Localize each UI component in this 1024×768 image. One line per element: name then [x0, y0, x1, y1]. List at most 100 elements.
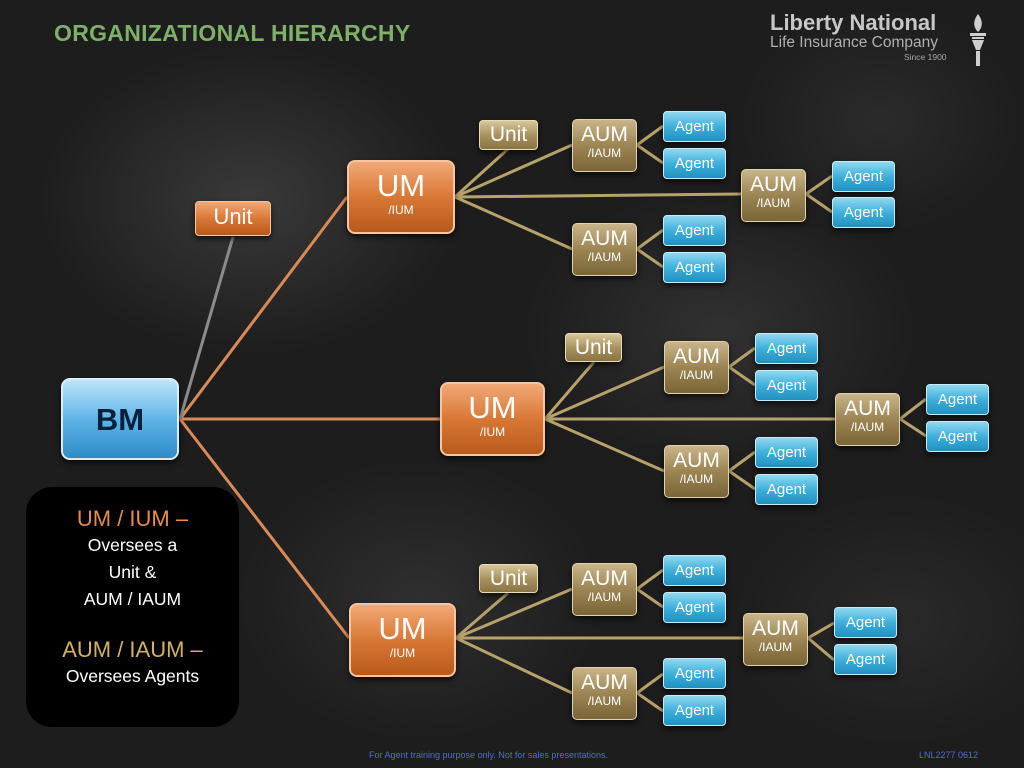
logo-subtitle: Life Insurance Company: [770, 34, 939, 51]
um-label: UM: [378, 611, 427, 646]
legend-box: UM / IUM – Oversees a Unit & AUM / IAUM …: [26, 487, 239, 727]
agent-box: Agent: [834, 607, 897, 638]
agent-box: Agent: [663, 148, 726, 179]
connector-line: [899, 417, 927, 438]
connector-line: [728, 469, 756, 491]
legend-aum-line: Oversees Agents: [65, 666, 200, 686]
um-sublabel: /IUM: [388, 203, 414, 217]
unit-label: Unit: [565, 333, 622, 362]
aum-label: AUM: [581, 123, 628, 146]
agent-box: Agent: [755, 437, 818, 468]
connector-line: [178, 236, 235, 420]
aum-sublabel: /IAUM: [587, 250, 622, 264]
connector-line: [728, 346, 756, 369]
connector-line: [454, 192, 742, 199]
agent-box: Agent: [832, 197, 895, 228]
connector-line: [455, 591, 509, 640]
agent-box: Agent: [755, 333, 818, 364]
connector-line: [455, 636, 573, 695]
legend-um-heading: UM / IUM –: [76, 506, 189, 531]
agent-box: Agent: [663, 215, 726, 246]
agent-box: Agent: [926, 384, 989, 415]
agent-box: Agent: [663, 695, 726, 726]
aum-sublabel: /IAUM: [758, 640, 793, 654]
aum-box: AUM /IAUM: [664, 341, 729, 394]
aum-box: AUM /IAUM: [572, 667, 637, 720]
aum-label: AUM: [581, 671, 628, 694]
connector-line: [544, 365, 665, 421]
um-sublabel: /IUM: [479, 425, 506, 439]
agent-box: Agent: [926, 421, 989, 452]
legend-um-line: AUM / IAUM: [83, 589, 182, 609]
aum-box: AUM /IAUM: [572, 119, 637, 172]
aum-label: AUM: [581, 227, 628, 250]
aum-label: AUM: [844, 397, 891, 420]
um-box: UM /IUM: [440, 382, 545, 456]
connector-line: [544, 417, 665, 473]
connector-line: [636, 568, 664, 591]
agent-box: Agent: [755, 474, 818, 505]
connector-line: [728, 450, 756, 473]
connector-line: [454, 143, 573, 199]
aum-box: AUM /IAUM: [835, 393, 900, 446]
page-title: ORGANIZATIONAL HIERARCHY: [54, 20, 411, 46]
aum-sublabel: /IAUM: [679, 368, 714, 382]
connector-line: [636, 228, 664, 251]
connector-line: [636, 587, 664, 609]
torch-icon: [970, 14, 986, 66]
aum-box: AUM /IAUM: [743, 613, 808, 666]
aum-sublabel: /IAUM: [756, 196, 791, 210]
connector-line: [636, 124, 664, 147]
aum-sublabel: /IAUM: [587, 146, 622, 160]
connector-line: [453, 147, 510, 199]
footer-note: For Agent training purpose only. Not for…: [369, 750, 608, 760]
um-label: UM: [376, 168, 426, 203]
logo-since: Since 1900: [904, 52, 947, 62]
connector-line: [455, 587, 573, 640]
aum-box: AUM /IAUM: [572, 223, 637, 276]
connector-line: [805, 192, 833, 214]
aum-sublabel: /IAUM: [679, 472, 714, 486]
aum-label: AUM: [673, 449, 720, 472]
agent-box: Agent: [755, 370, 818, 401]
aum-sublabel: /IAUM: [587, 694, 622, 708]
agent-box: Agent: [834, 644, 897, 675]
um-sublabel: /IUM: [389, 646, 416, 660]
connector-line: [178, 196, 349, 420]
connector-line: [636, 691, 664, 713]
aum-sublabel: /IAUM: [850, 420, 885, 434]
um-box: UM /IUM: [347, 160, 455, 234]
unit-label-top-left: Unit: [195, 201, 271, 236]
aum-label: AUM: [752, 617, 799, 640]
agent-box: Agent: [663, 658, 726, 689]
aum-label: AUM: [750, 173, 797, 196]
connector-line: [178, 418, 351, 639]
logo-name: Liberty National: [770, 10, 937, 35]
company-logo: Liberty National Life Insurance Company …: [770, 10, 990, 70]
legend-um-line: Unit &: [108, 562, 157, 582]
bm-box: BM: [61, 378, 179, 460]
um-label: UM: [468, 390, 517, 425]
unit-label: Unit: [479, 120, 538, 150]
agent-box: Agent: [663, 555, 726, 586]
connector-line: [454, 195, 573, 251]
aum-sublabel: /IAUM: [587, 590, 622, 604]
connector-line: [636, 143, 664, 165]
agent-box: Agent: [663, 111, 726, 142]
um-box: UM /IUM: [349, 603, 456, 677]
connector-line: [636, 672, 664, 695]
connector-line: [807, 636, 835, 662]
unit-label: Unit: [479, 564, 538, 593]
aum-box: AUM /IAUM: [572, 563, 637, 616]
connector-line: [636, 247, 664, 269]
legend-aum-heading: AUM / IAUM –: [62, 637, 203, 662]
agent-box: Agent: [663, 592, 726, 623]
footer-code: LNL2277 0612: [919, 750, 979, 760]
aum-label: AUM: [581, 567, 628, 590]
connector-line: [807, 621, 835, 640]
connector-line: [543, 361, 596, 420]
agent-box: Agent: [663, 252, 726, 283]
aum-box: AUM /IAUM: [664, 445, 729, 498]
